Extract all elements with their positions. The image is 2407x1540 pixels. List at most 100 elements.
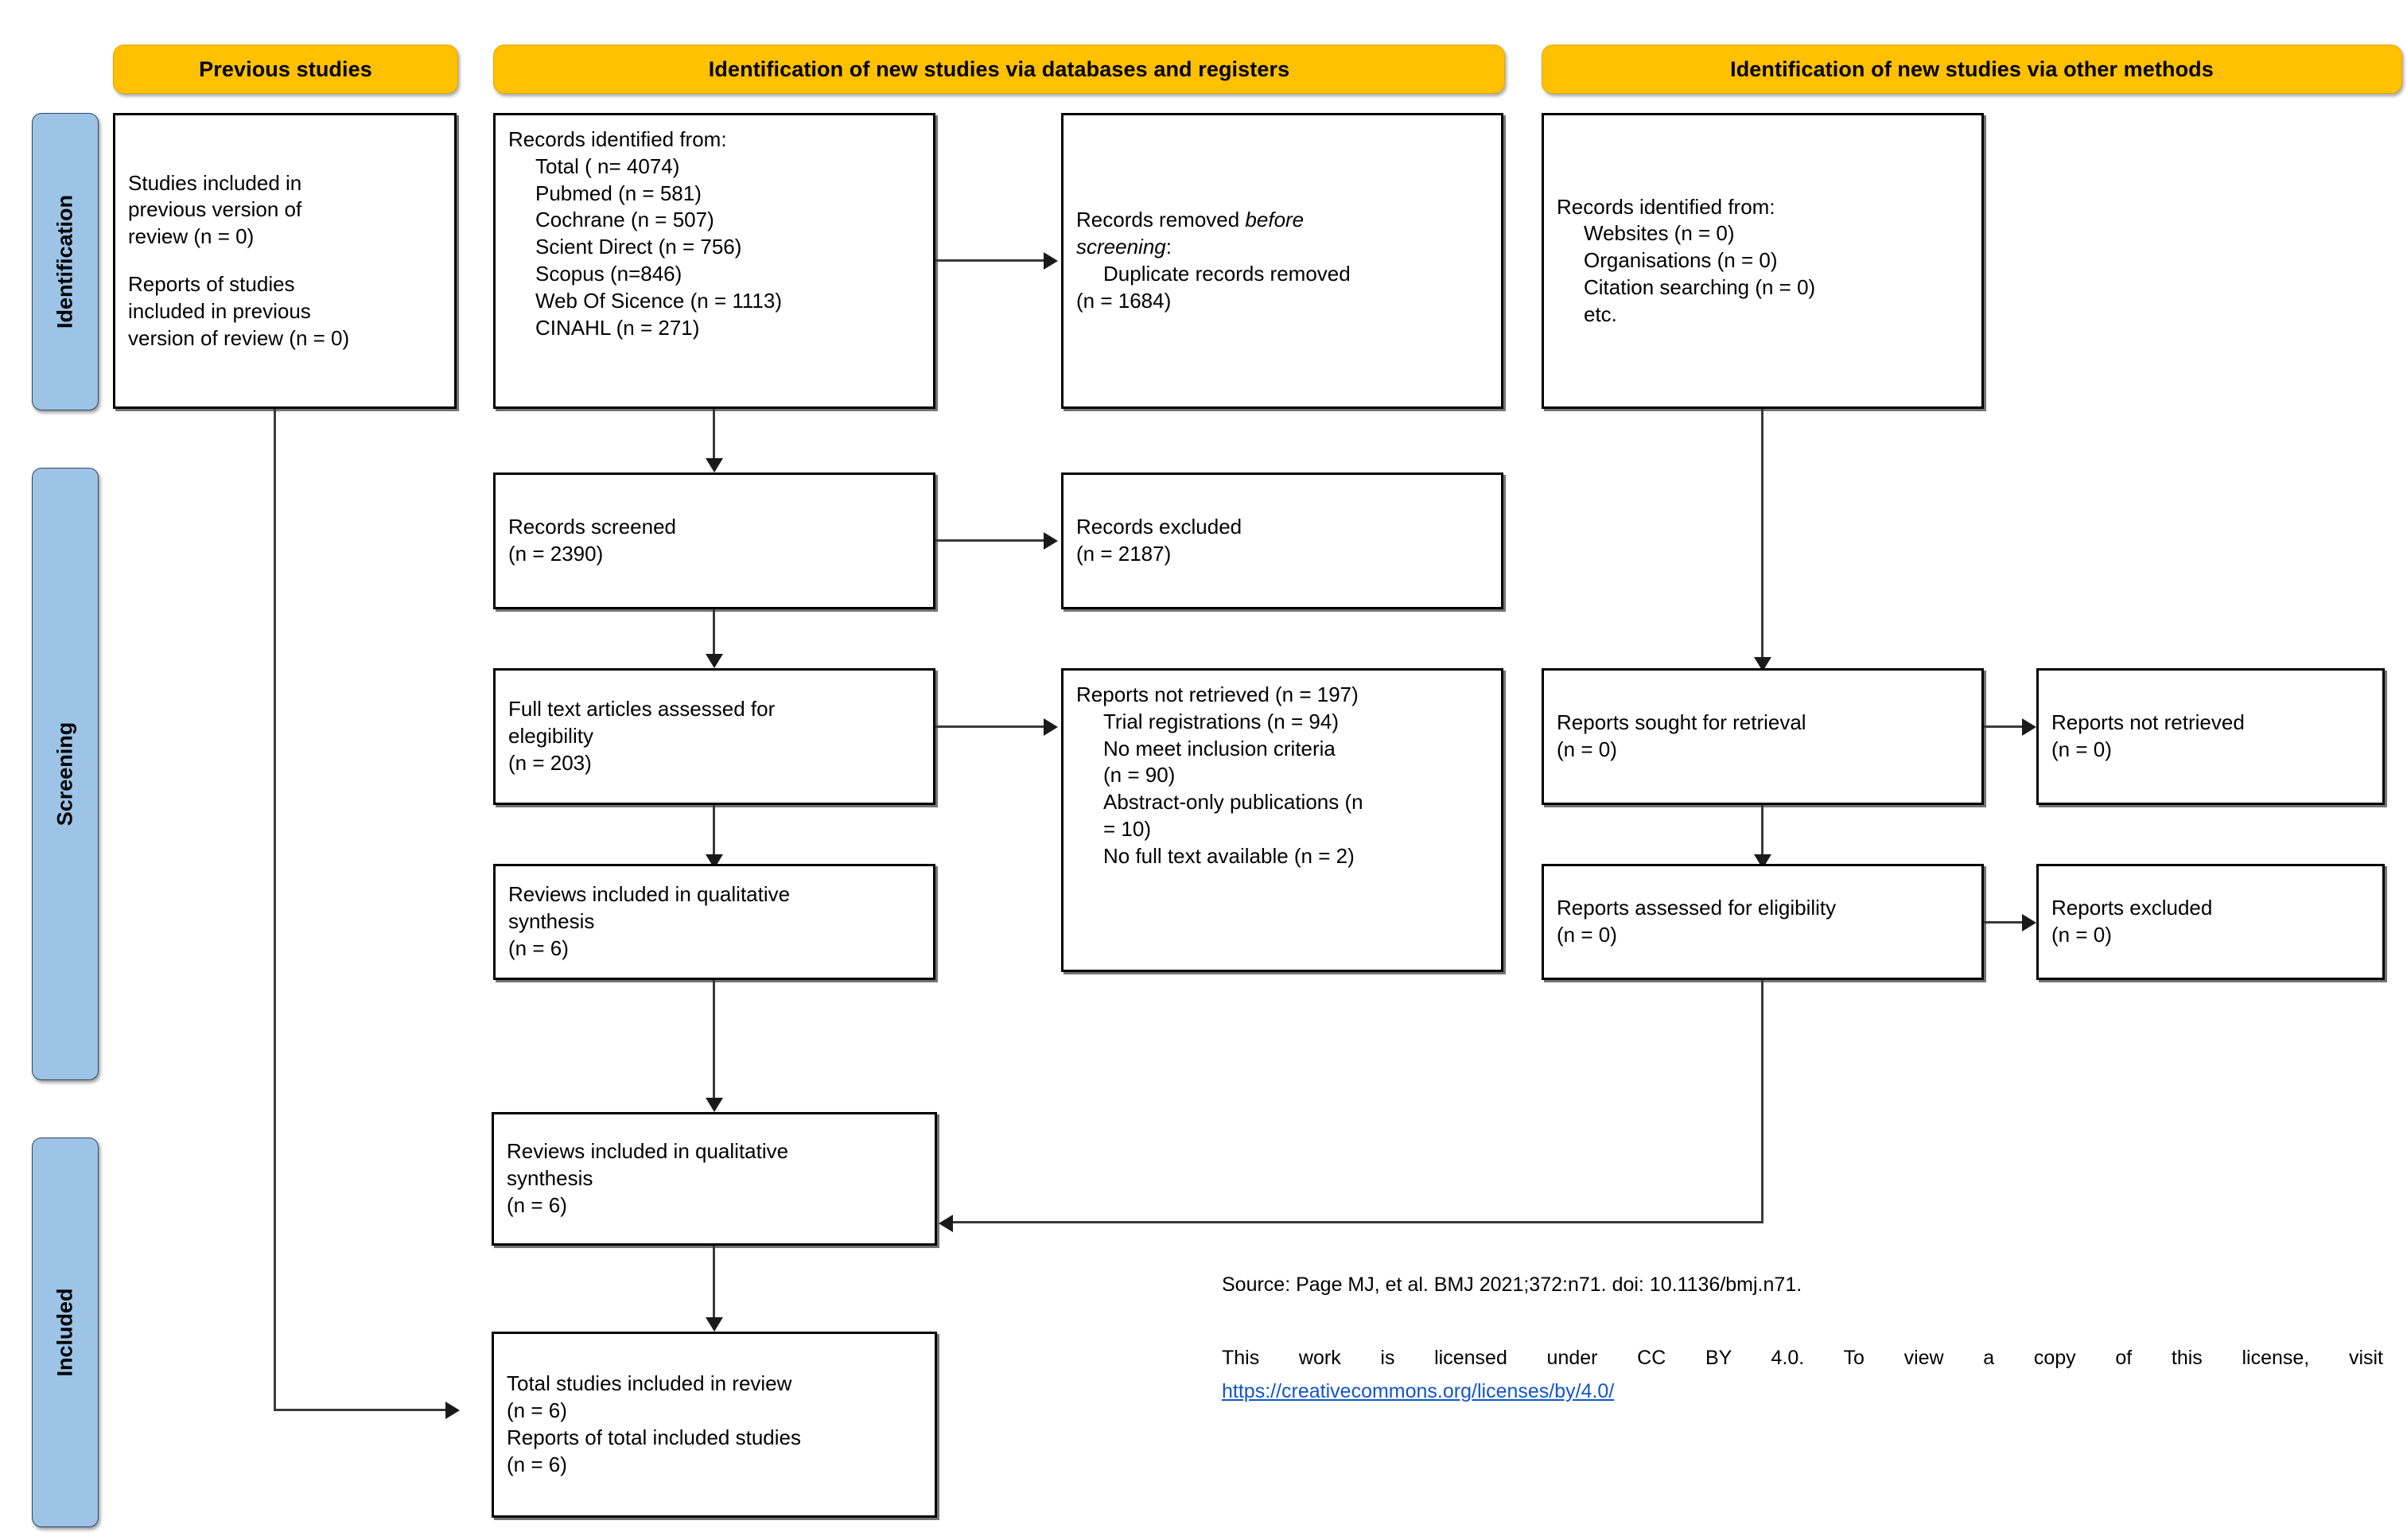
records-identified-other-item-2: Citation searching (n = 0) [1584, 274, 1816, 299]
reports-excluded-line-1: Reports excluded [2051, 896, 2213, 920]
connector-assessed-to-final-arrow [939, 1215, 953, 1232]
records-removed-title-italic-before: before [1245, 208, 1305, 232]
records-identified-db-item-1: Pubmed (n = 581) [535, 181, 702, 205]
reports-sought-line-2: (n = 0) [1557, 737, 1617, 761]
connector-previous-to-total-horizontal [274, 1409, 445, 1411]
connector-assessed-to-final-horizontal [953, 1221, 1763, 1223]
records-removed-title-colon: : [1165, 235, 1172, 259]
records-identified-db-item-2: Cochrane (n = 507) [535, 208, 714, 232]
previous-studies-line-3: review (n = 0) [128, 224, 255, 249]
box-records-removed-before-screening: Records removed before screening: Duplic… [1061, 113, 1503, 409]
previous-studies-line-2: previous version of [128, 197, 302, 222]
band-header-databases-label: Identification of new studies via databa… [708, 56, 1290, 81]
connector-assessed-to-excluded-arrow [2022, 914, 2036, 931]
records-identified-db-title: Records identified from: [508, 127, 727, 151]
reports-not-retrieved-other-line-2: (n = 0) [2051, 737, 2112, 761]
reports-not-retrieved-db-item-1: No meet inclusion criteria [1103, 736, 1336, 760]
rail-identification-label: Identification [52, 195, 77, 329]
connector-sought-to-notretrieved-line [1984, 725, 2022, 728]
box-previous-studies: Studies included in previous version of … [113, 113, 457, 409]
connector-fulltext-to-reviews-line [713, 805, 715, 854]
connector-db-to-removed-line [935, 259, 1044, 262]
reports-assessed-line-2: (n = 0) [1557, 923, 1617, 947]
records-identified-other-item-0: Websites (n = 0) [1584, 221, 1735, 246]
reports-not-retrieved-db-item-0: Trial registrations (n = 94) [1103, 709, 1339, 733]
connector-db-to-screened-line [713, 409, 715, 458]
records-identified-other-item-1: Organisations (n = 0) [1584, 248, 1778, 273]
reports-assessed-line-1: Reports assessed for eligibility [1557, 896, 1837, 920]
records-removed-title-italic-screening: screening [1076, 235, 1166, 259]
total-included-line-4: (n = 6) [507, 1452, 567, 1476]
records-screened-line-2: (n = 2390) [508, 542, 604, 566]
reviews-qualitative-final-line-2: synthesis [507, 1166, 593, 1191]
connector-previous-to-total-vertical [274, 409, 276, 1410]
records-identified-db-item-6: CINAHL (n = 271) [535, 315, 700, 340]
connector-db-to-removed-arrow [1044, 252, 1058, 270]
records-excluded-line-2: (n = 2187) [1076, 542, 1172, 566]
box-total-studies-included: Total studies included in review (n = 6)… [492, 1332, 937, 1518]
connector-assessed-to-final-vertical [1761, 980, 1763, 1223]
reviews-qualitative-final-line-1: Reviews included in qualitative [507, 1139, 789, 1164]
band-header-previous-studies: Previous studies [113, 45, 458, 94]
connector-other-to-sought-arrow [1754, 657, 1771, 671]
reviews-qualitative-mid-line-2: synthesis [508, 909, 595, 934]
reports-not-retrieved-db-item-3: Abstract-only publications (n [1103, 790, 1363, 815]
reports-not-retrieved-db-title: Reports not retrieved (n = 197) [1076, 682, 1359, 706]
records-removed-title-2: screening: [1076, 234, 1488, 261]
rail-included: Included [32, 1138, 99, 1527]
records-identified-db-item-5: Web Of Sicence (n = 1113) [535, 288, 782, 313]
full-text-assessed-line-1: Full text articles assessed for [508, 697, 776, 721]
records-removed-title: Records removed before [1076, 207, 1488, 234]
reports-sought-line-1: Reports sought for retrieval [1557, 710, 1806, 735]
records-identified-db-item-3: Scient Direct (n = 756) [535, 235, 742, 259]
records-identified-other-title: Records identified from: [1557, 194, 1775, 219]
records-identified-other-item-3: etc. [1584, 301, 1617, 326]
connector-final-to-total-line [713, 1246, 715, 1317]
connector-screened-to-excluded-arrow [1044, 532, 1058, 550]
box-full-text-assessed: Full text articles assessed for elegibil… [493, 668, 935, 805]
connector-reviewsmid-to-final-arrow [706, 1098, 723, 1112]
total-included-line-1: Total studies included in review [507, 1371, 792, 1396]
total-included-line-3: Reports of total included studies [507, 1425, 801, 1449]
connector-db-to-screened-arrow [706, 458, 723, 472]
total-included-line-2: (n = 6) [507, 1398, 567, 1423]
reviews-qualitative-mid-line-3: (n = 6) [508, 935, 569, 960]
previous-studies-line-5: included in previous [128, 298, 311, 323]
records-excluded-line-1: Records excluded [1076, 515, 1242, 539]
previous-studies-spacer [128, 251, 441, 271]
band-header-previous-studies-label: Previous studies [199, 56, 372, 81]
box-reviews-qualitative-synthesis-final: Reviews included in qualitative synthesi… [492, 1112, 937, 1246]
connector-sought-to-notretrieved-arrow [2022, 718, 2036, 736]
reports-excluded-line-2: (n = 0) [2051, 923, 2112, 947]
connector-screened-to-excluded-line [935, 539, 1044, 542]
previous-studies-line-4: Reports of studies [128, 272, 295, 296]
band-header-other-methods: Identification of new studies via other … [1542, 45, 2402, 94]
connector-other-to-sought-line [1761, 409, 1763, 657]
band-header-other-methods-label: Identification of new studies via other … [1730, 56, 2214, 81]
band-header-databases: Identification of new studies via databa… [493, 45, 1505, 94]
reports-not-retrieved-other-line-1: Reports not retrieved [2051, 710, 2245, 735]
records-identified-db-item-0: Total ( n= 4074) [535, 154, 680, 178]
box-records-screened: Records screened (n = 2390) [493, 472, 935, 609]
connector-final-to-total-arrow [706, 1317, 723, 1332]
box-reports-not-retrieved-databases: Reports not retrieved (n = 197) Trial re… [1061, 668, 1503, 972]
footer-source-text: Source: Page MJ, et al. BMJ 2021;372:n71… [1222, 1274, 1802, 1296]
connector-screened-to-fulltext-line [713, 609, 715, 654]
connector-fulltext-to-notretrieved-line [935, 725, 1044, 728]
footer-license-link[interactable]: https://creativecommons.org/licenses/by/… [1222, 1380, 1615, 1402]
footer-license-text: This work is licensed under CC BY 4.0. T… [1222, 1347, 2383, 1369]
previous-studies-line-1: Studies included in [128, 170, 302, 195]
box-reviews-qualitative-synthesis-mid: Reviews included in qualitative synthesi… [493, 864, 935, 980]
full-text-assessed-line-2: elegibility [508, 724, 593, 749]
box-reports-sought-for-retrieval: Reports sought for retrieval (n = 0) [1542, 668, 1984, 805]
records-removed-title-plain: Records removed [1076, 208, 1246, 232]
footer-license-link-wrap: https://creativecommons.org/licenses/by/… [1222, 1378, 2383, 1406]
box-reports-assessed-for-eligibility: Reports assessed for eligibility (n = 0) [1542, 864, 1984, 980]
box-records-identified-databases: Records identified from: Total ( n= 4074… [493, 113, 935, 409]
connector-screened-to-fulltext-arrow [706, 654, 723, 668]
connector-assessed-to-excluded-line [1984, 921, 2022, 924]
box-reports-not-retrieved-other: Reports not retrieved (n = 0) [2036, 668, 2385, 805]
rail-screening-label: Screening [52, 721, 77, 826]
reports-not-retrieved-db-item-5: No full text available (n = 2) [1103, 843, 1355, 868]
